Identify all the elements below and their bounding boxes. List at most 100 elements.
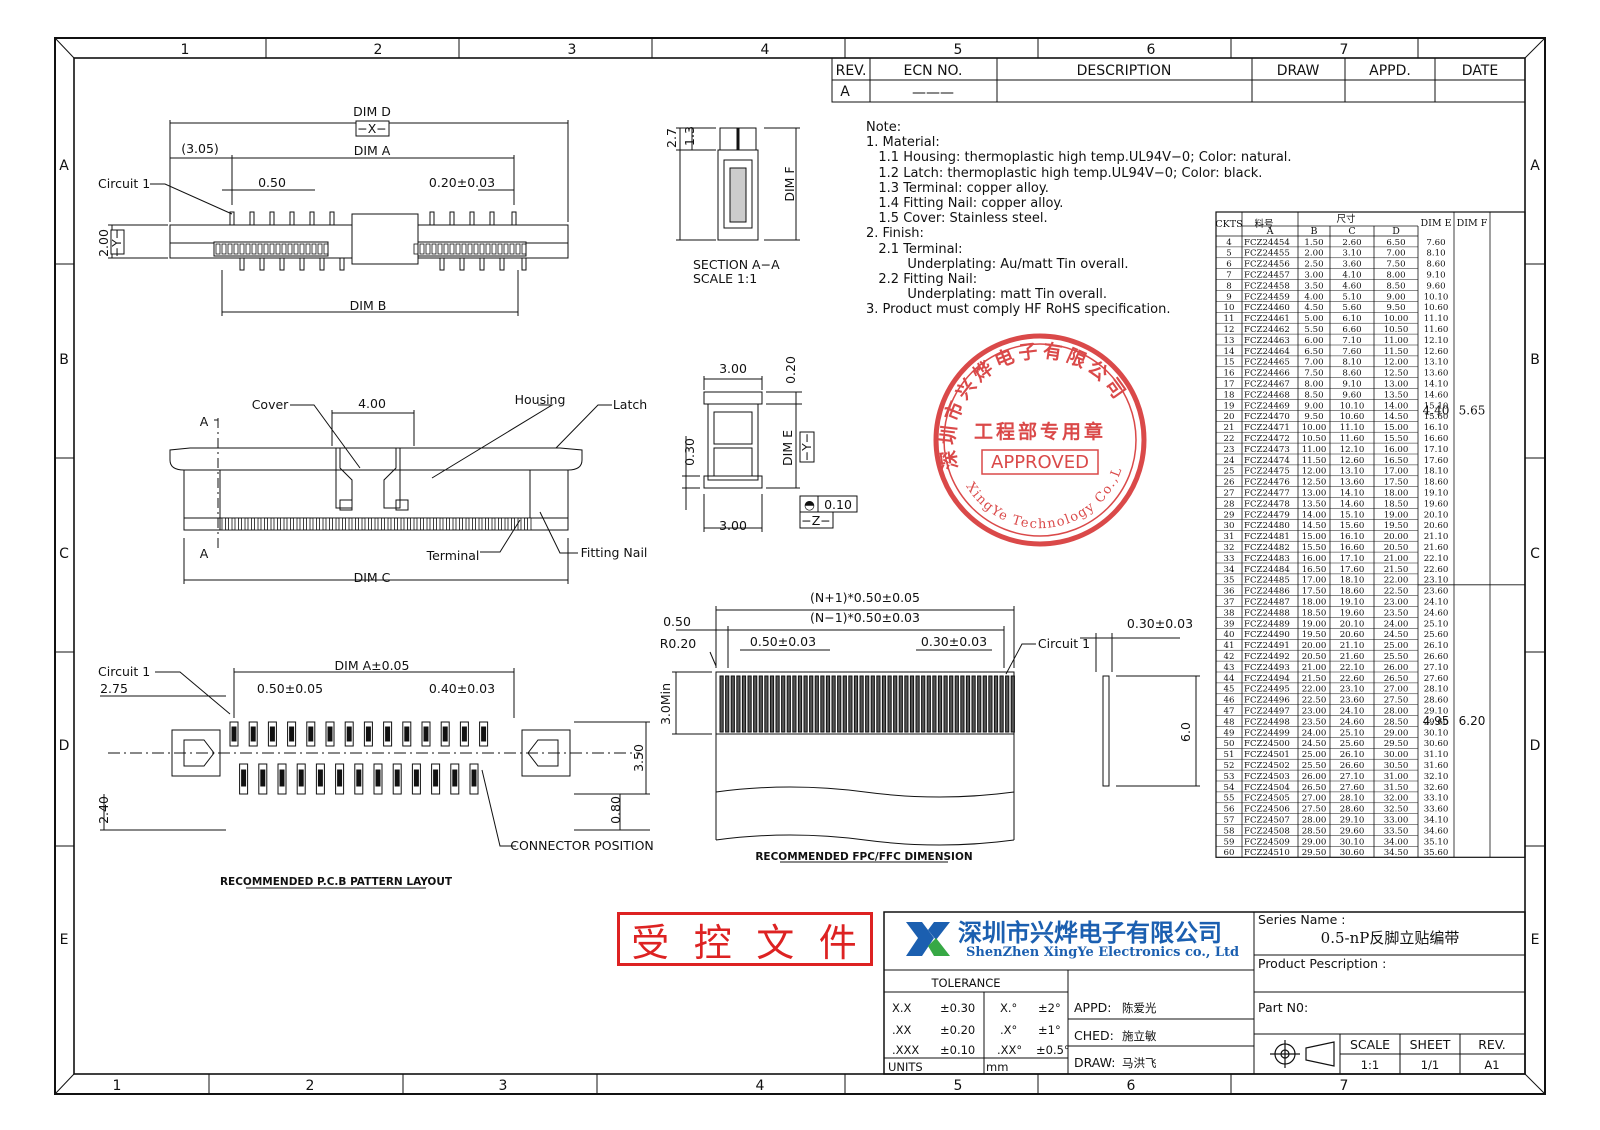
terminal-tooth	[390, 517, 395, 531]
spec-cell-d: 31.10	[1424, 750, 1449, 760]
pcb-pad-core	[394, 769, 400, 787]
pcb-circuit-1-label: Circuit 1	[98, 664, 150, 679]
spec-cell-d: 35.10	[1424, 837, 1449, 847]
spec-cell-ckts: 22	[1224, 434, 1235, 444]
product-description-label: Product Pescription :	[1258, 956, 1386, 971]
fpc-finger	[870, 675, 875, 733]
note-line: Underplating: Au/matt Tin overall.	[866, 256, 1129, 272]
note-line: Underplating: matt Tin overall.	[866, 287, 1108, 303]
fpc-finger	[725, 675, 730, 733]
top-cavity	[263, 243, 269, 255]
fpc-finger	[848, 675, 853, 733]
spec-cell-a: 22.00	[1302, 685, 1327, 695]
fpc-finger	[932, 675, 937, 733]
spec-cell-a: 28.00	[1302, 816, 1327, 826]
note-line: 1.3 Terminal: copper alloy.	[866, 180, 1049, 196]
rev-value: A1	[1484, 1058, 1499, 1072]
spec-cell-d: 34.10	[1424, 816, 1449, 826]
fpc-finger	[898, 675, 903, 733]
pcb-pad-core	[471, 769, 477, 787]
spec-head-col: A	[1266, 226, 1274, 237]
terminal-tooth	[286, 517, 291, 531]
spec-cell-d: 24.10	[1424, 598, 1449, 608]
top-cavity	[515, 243, 521, 255]
pcb-pad-top	[287, 721, 297, 747]
terminal-tooth	[312, 517, 317, 531]
spec-cell-c: 6.50	[1386, 238, 1405, 248]
spec-cell-a: 4.50	[1304, 303, 1323, 313]
spec-cell-a: 26.50	[1302, 783, 1327, 793]
zone-col-bottom: 5	[954, 1078, 963, 1094]
spec-cell-part: FCZ24479	[1244, 510, 1290, 520]
terminal-tooth	[488, 517, 493, 531]
spec-cell-b: 26.10	[1340, 750, 1365, 760]
top-pin	[269, 211, 275, 226]
spec-cell-ckts: 26	[1224, 478, 1235, 488]
spec-cell-d: 14.10	[1424, 380, 1449, 390]
spec-cell-b: 22.10	[1340, 663, 1365, 673]
spec-cell-c: 33.00	[1384, 816, 1409, 826]
top-cavity	[227, 243, 233, 255]
note-line: 3. Product must comply HF RoHS specifica…	[866, 302, 1171, 318]
title-block	[883, 911, 1526, 1075]
section-mark-a-bottom: A	[200, 546, 209, 561]
terminal-tooth	[377, 517, 382, 531]
pcb-pad-bottom	[277, 763, 287, 795]
top-cavity	[215, 243, 221, 255]
fpc-finger	[781, 675, 786, 733]
spec-cell-b: 19.10	[1340, 598, 1365, 608]
note-line: 1.1 Housing: thermoplastic high temp.UL9…	[866, 150, 1292, 166]
fpc-finger	[831, 675, 836, 733]
spec-cell-c: 26.00	[1384, 663, 1409, 673]
spec-cell-c: 17.50	[1384, 478, 1409, 488]
top-cavity	[299, 243, 305, 255]
spec-cell-ckts: 59	[1224, 837, 1235, 847]
zone-col-bottom: 2	[306, 1078, 315, 1094]
pcb-pad-bottom	[450, 763, 460, 795]
latch-label: Latch	[613, 397, 647, 412]
fpc-finger	[809, 675, 814, 733]
spec-cell-b: 10.60	[1340, 412, 1365, 422]
spec-cell-c: 9.50	[1386, 303, 1405, 313]
material-notes: Note:1. Material: 1.1 Housing: thermopla…	[866, 120, 1292, 318]
spec-cell-c: 11.50	[1384, 347, 1409, 357]
stamp-approved-text: APPROVED	[991, 452, 1089, 473]
fpc-finger	[825, 675, 831, 733]
dim-a-label: DIM A	[354, 143, 391, 158]
terminal-tooth	[260, 517, 265, 531]
pcb-pad-core	[241, 769, 247, 787]
rev-value: A	[840, 84, 850, 100]
spec-cell-a: 5.00	[1304, 314, 1323, 324]
top-cavity	[251, 243, 257, 255]
spec-cell-ckts: 9	[1226, 292, 1231, 302]
terminal-tooth	[338, 517, 343, 531]
spec-cell-d: 25.60	[1424, 630, 1449, 640]
spec-cell-d: 21.60	[1424, 543, 1449, 553]
spec-cell-a: 28.50	[1302, 826, 1327, 836]
terminal-tooth	[319, 517, 324, 531]
spec-cell-b: 20.10	[1340, 619, 1365, 629]
spec-cell-b: 23.60	[1340, 696, 1365, 706]
terminal-tooth	[416, 517, 421, 531]
top-cavity	[239, 243, 245, 255]
spec-cell-a: 17.50	[1302, 587, 1327, 597]
spec-cell-c: 33.50	[1384, 826, 1409, 836]
spec-cell-c: 14.50	[1384, 412, 1409, 422]
spec-head-size: 尺寸	[1336, 213, 1356, 225]
spec-cell-d: 33.60	[1424, 805, 1449, 815]
fpc-finger-width-label: 0.30±0.03	[921, 634, 987, 649]
housing-label: Housing	[515, 392, 566, 407]
spec-cell-c: 20.00	[1384, 532, 1409, 542]
series-name-label: Series Name :	[1258, 912, 1345, 927]
spec-cell-a: 27.00	[1302, 794, 1327, 804]
spec-cell-c: 32.50	[1384, 805, 1409, 815]
terminal-tooth	[501, 517, 506, 531]
pitch-label: 0.50	[258, 175, 286, 190]
fpc-finger	[954, 675, 959, 733]
pcb-pad-bottom	[469, 763, 479, 795]
spec-cell-part: FCZ24462	[1244, 325, 1290, 335]
fpc-n-plus-1-label: (N+1)*0.50±0.05	[810, 590, 920, 605]
fpc-finger	[719, 675, 724, 733]
spec-cell-b: 8.10	[1342, 358, 1361, 368]
top-cavity	[287, 243, 293, 255]
